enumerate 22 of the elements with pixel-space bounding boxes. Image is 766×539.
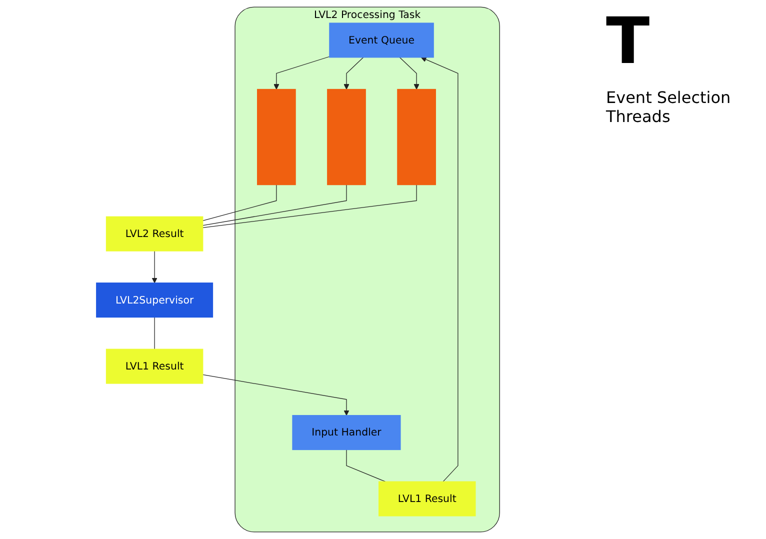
node-box: LVL2Supervisor: [96, 282, 214, 318]
node-box: LVL2 Result: [106, 216, 204, 252]
connector: [346, 449, 386, 482]
arrow: [152, 250, 158, 284]
node-box: LVL1 Result: [378, 481, 476, 516]
node-box: Input Handler: [292, 415, 401, 450]
arrow: [274, 56, 330, 90]
connector: [154, 316, 155, 350]
heading-fragment: T: [606, 10, 651, 74]
connector: [202, 184, 277, 222]
arrow: [399, 57, 420, 90]
node-box: Event Queue: [329, 22, 434, 58]
arrow: [202, 374, 350, 416]
node-bar: [397, 88, 436, 186]
arrow: [344, 57, 364, 90]
connector: [202, 184, 417, 228]
node-bar: [257, 88, 296, 186]
node-bar: [327, 88, 366, 186]
arrow: [420, 56, 458, 482]
note-text: Event Selection Threads: [606, 88, 732, 126]
node-box: LVL1 Result: [106, 348, 204, 384]
connector: [202, 184, 347, 226]
